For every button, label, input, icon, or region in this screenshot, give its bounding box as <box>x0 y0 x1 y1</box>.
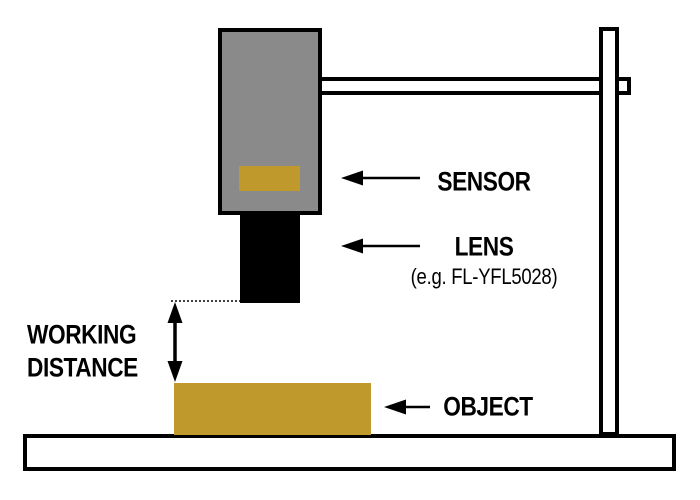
base-plate <box>23 434 676 471</box>
mounting-arm <box>310 77 631 95</box>
lens-example-label: (e.g. FL-YFL5028) <box>410 264 558 289</box>
lens-barrel <box>240 215 300 303</box>
sensor-label: SENSOR <box>437 166 531 197</box>
sensor-chip <box>239 166 300 191</box>
object-block <box>174 383 371 435</box>
working-distance-label-line1: WORKING <box>27 319 137 350</box>
working-distance-arrow-icon <box>167 302 183 382</box>
lens-arrow-icon <box>341 238 420 254</box>
stand-post <box>599 27 619 436</box>
working-distance-label-line2: DISTANCE <box>27 352 138 383</box>
object-arrow-icon <box>384 399 430 415</box>
sensor-arrow-icon <box>341 170 420 186</box>
lens-label: LENS <box>454 231 514 262</box>
object-label: OBJECT <box>443 391 533 422</box>
